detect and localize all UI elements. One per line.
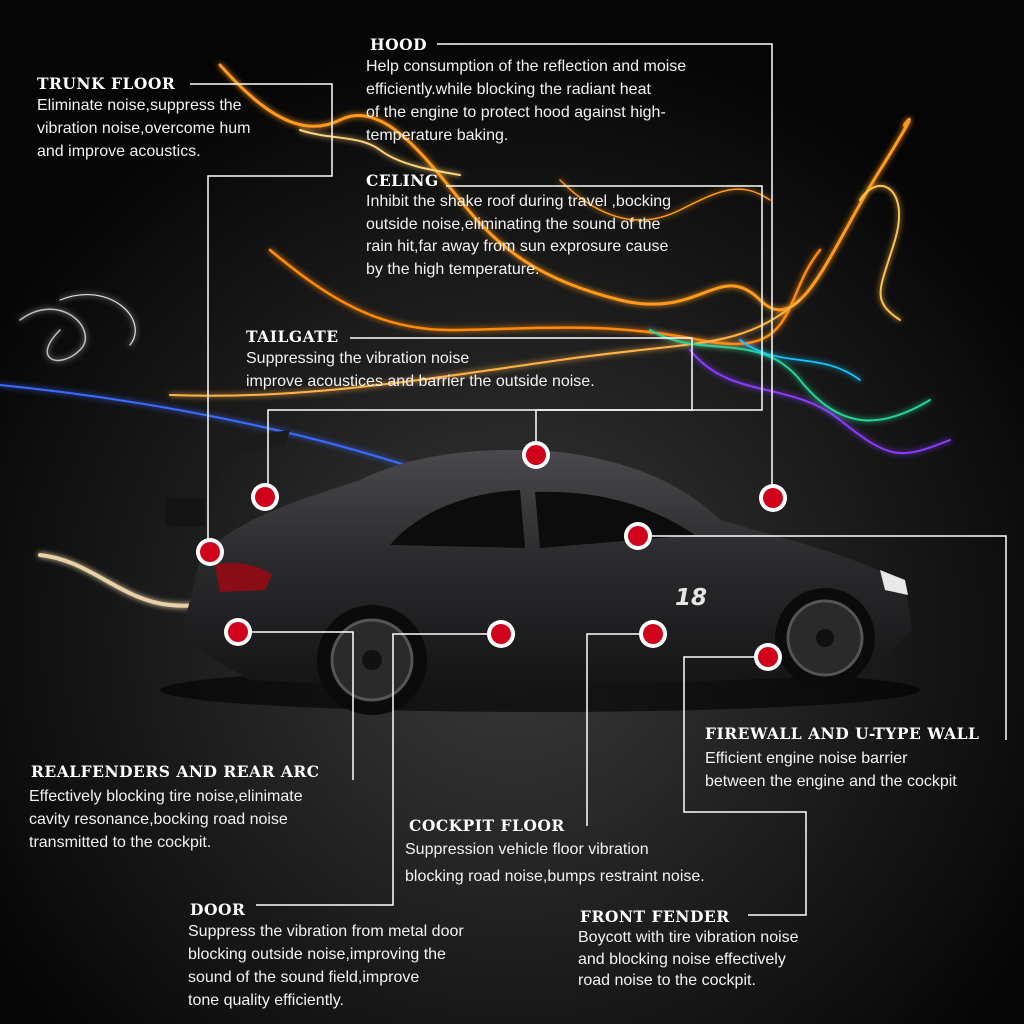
marker-realfenders xyxy=(224,618,252,646)
callout-firewall: FIREWALL AND U-TYPE WALL Efficient engin… xyxy=(705,724,979,793)
marker-firewall xyxy=(624,522,652,550)
callout-title: FRONT FENDER xyxy=(580,907,730,926)
front-wheel xyxy=(775,588,875,688)
callout-trunk-floor: TRUNK FLOOR Eliminate noise,suppress the… xyxy=(37,74,250,163)
callout-title: TAILGATE xyxy=(246,327,339,346)
callout-description: Suppressing the vibration noise improve … xyxy=(246,350,595,390)
race-number: 18 xyxy=(675,585,708,611)
leader-line-firewall xyxy=(638,535,1007,740)
callout-door: DOOR Suppress the vibration from metal d… xyxy=(188,900,464,1012)
marker-hood xyxy=(759,484,787,512)
callout-description: Suppress the vibration from metal door b… xyxy=(188,923,464,1009)
leader-line-door xyxy=(256,633,500,906)
leader-line-celing xyxy=(446,185,763,455)
callout-cockpit-floor: COCKPIT FLOOR Suppression vehicle floor … xyxy=(405,816,705,890)
callout-description: Help consumption of the reflection and m… xyxy=(366,58,687,144)
callout-title: CELING xyxy=(366,171,439,190)
leader-line-hood xyxy=(437,43,773,498)
callout-description: Efficient engine noise barrier between t… xyxy=(705,750,957,790)
leader-line-trunk-floor xyxy=(190,83,333,552)
callout-hood: HOOD Help consumption of the reflection … xyxy=(366,35,686,147)
leader-line-cockpit-floor xyxy=(586,633,652,826)
callout-tailgate: TAILGATE Suppressing the vibration noise… xyxy=(246,327,595,393)
callout-title: REALFENDERS AND REAR ARC xyxy=(31,762,320,781)
callout-title: DOOR xyxy=(190,900,246,919)
marker-celing xyxy=(522,441,550,469)
callout-description: Inhibit the shake roof during travel ,bo… xyxy=(366,193,672,278)
callout-realfenders: REALFENDERS AND REAR ARC Effectively blo… xyxy=(29,762,320,854)
marker-door xyxy=(487,620,515,648)
callout-title: TRUNK FLOOR xyxy=(37,74,176,93)
callout-description: Suppression vehicle floor vibration bloc… xyxy=(405,841,705,885)
markers xyxy=(196,441,787,671)
callout-description: Eliminate noise,suppress the vibration n… xyxy=(37,97,251,160)
light-trails xyxy=(0,63,951,608)
callout-title: COCKPIT FLOOR xyxy=(409,816,565,835)
marker-trunk-floor xyxy=(196,538,224,566)
marker-front-fender xyxy=(754,643,782,671)
leader-line-tailgate xyxy=(267,337,693,496)
callout-title: HOOD xyxy=(370,35,428,54)
marker-tailgate xyxy=(251,483,279,511)
leader-line-front-fender xyxy=(683,656,807,916)
callout-title: FIREWALL AND U-TYPE WALL xyxy=(705,724,980,743)
leader-line-realfenders xyxy=(238,631,354,780)
race-car xyxy=(160,430,920,715)
callout-description: Effectively blocking tire noise,elinimat… xyxy=(29,788,303,851)
marker-cockpit-floor xyxy=(639,620,667,648)
callout-description: Boycott with tire vibration noise and bl… xyxy=(578,929,799,989)
callout-celing: CELING Inhibit the shake roof during tra… xyxy=(366,171,671,281)
callout-front-fender: FRONT FENDER Boycott with tire vibration… xyxy=(578,907,799,992)
